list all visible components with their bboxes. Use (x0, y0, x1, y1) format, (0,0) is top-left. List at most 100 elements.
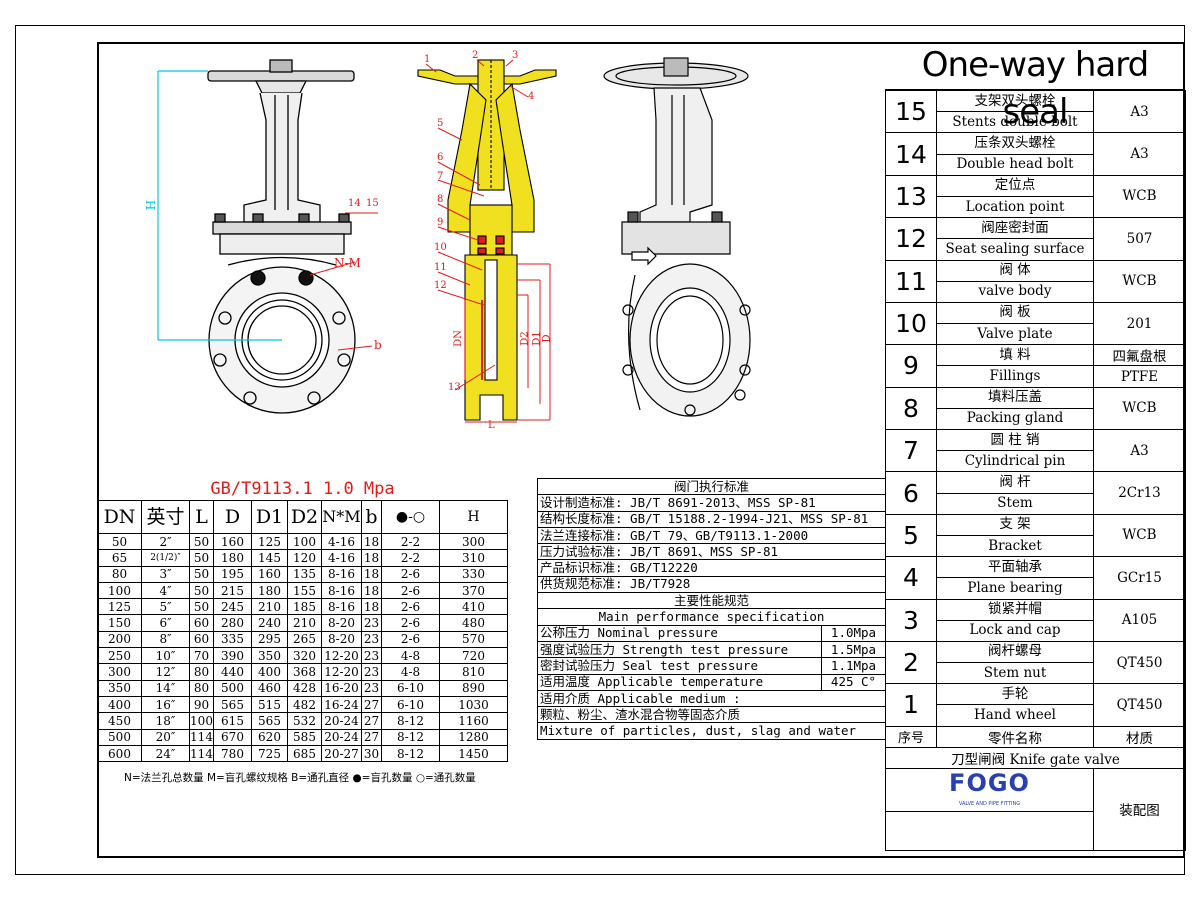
part-name-cn: 压条双头螺栓 (936, 132, 1094, 155)
size-cell: 20″ (141, 728, 190, 746)
part-number: 10 (885, 301, 937, 346)
perf-value: 1.1Mpa (820, 657, 887, 675)
callout-4: 4 (528, 91, 535, 102)
size-cell: 210 (251, 598, 288, 616)
callout-14: 14 (348, 198, 361, 209)
size-cell: 50 (189, 598, 214, 616)
callout-b: b (374, 338, 382, 352)
part-material: 2Cr13 (1093, 471, 1186, 515)
part-material: WCB (1093, 259, 1186, 303)
part-name-cn: 手轮 (936, 683, 1094, 706)
size-cell: 100 (97, 581, 142, 600)
size-cell: 12-20 (321, 663, 362, 681)
size-cell: 245 (213, 598, 252, 616)
part-material: A3 (1093, 89, 1186, 134)
size-cell: 65 (97, 549, 142, 567)
page-title: One-way hard seal (885, 42, 1185, 132)
perf-label: 适用温度 Applicable temperature (537, 673, 822, 691)
size-cell: 18 (361, 581, 382, 600)
size-cell: 23 (361, 614, 382, 632)
size-cell: 155 (287, 581, 322, 600)
part-material: GCr15 (1093, 556, 1186, 600)
product-name: 刀型闸阀 Knife gate valve (885, 746, 1186, 769)
size-cell: 350 (97, 679, 142, 697)
size-cell: 30 (361, 744, 382, 763)
medium-line: Mixture of particles, dust, slag and wat… (536, 722, 887, 740)
size-cell: 6-10 (381, 679, 440, 697)
size-cell: 8-12 (381, 712, 440, 730)
size-cell: 6″ (141, 614, 190, 632)
size-cell: 500 (97, 728, 142, 746)
size-cell: 160 (213, 532, 252, 551)
part-name-en: Cylindrical pin (936, 450, 1094, 473)
perf-value: 1.0Mpa (820, 624, 887, 642)
size-cell: 300 (97, 663, 142, 681)
size-cell: 50 (189, 532, 214, 551)
logo-tagline: VALVE AND PIPE FITTING (958, 801, 1021, 808)
size-cell: 1160 (438, 712, 509, 730)
drawing-type: 装配图 (1093, 767, 1186, 851)
size-cell: 390 (213, 647, 252, 665)
parts-header-name: 零件名称 (936, 725, 1094, 748)
callout-9: 9 (437, 217, 444, 228)
size-cell: 410 (438, 598, 509, 616)
callout-7: 7 (437, 171, 444, 182)
size-cell: 890 (438, 679, 509, 697)
part-material: 四氟盘根 (1093, 344, 1186, 367)
part-number: 2 (885, 640, 937, 685)
size-cell: 2-6 (381, 614, 440, 632)
standard-line: 供货规范标准: JB/T7928 (536, 575, 887, 594)
size-cell: 100 (189, 712, 214, 730)
part-material: A3 (1093, 132, 1186, 176)
size-cell: 27 (361, 695, 382, 714)
size-cell: 4″ (141, 581, 190, 600)
size-cell: 532 (287, 712, 322, 730)
part-name-cn: 定位点 (936, 174, 1094, 197)
size-cell: 16″ (141, 695, 190, 714)
part-name-cn: 阀 杆 (936, 471, 1094, 494)
size-cell: 620 (251, 728, 288, 746)
size-cell: 8-12 (381, 728, 440, 746)
part-name-cn: 平面轴承 (936, 556, 1094, 579)
size-cell: 20-24 (321, 728, 362, 746)
size-cell: 114 (189, 728, 214, 746)
size-cell: 27 (361, 712, 382, 730)
size-cell: 16-24 (321, 695, 362, 714)
size-cell: 50 (189, 549, 214, 567)
fogo-logo: FOGO VALVE AND PIPE FITTING (887, 771, 1093, 808)
size-cell: 70 (189, 647, 214, 665)
standard-line: 设计制造标准: JB/T 8691-2013、MSS SP-81 (536, 494, 887, 512)
size-cell: 1030 (438, 695, 509, 714)
size-cell: 8-16 (321, 581, 362, 600)
part-material-alt: PTFE (1093, 365, 1186, 388)
size-cell: 4-8 (381, 647, 440, 665)
size-cell: 120 (287, 549, 322, 567)
perf-value: 425 C° (820, 673, 887, 691)
part-name-en: Stem (936, 492, 1094, 515)
size-cell: 2-2 (381, 532, 440, 551)
size-col-header: DN (97, 500, 142, 534)
size-cell: 2-6 (381, 581, 440, 600)
size-cell: 2-6 (381, 630, 440, 649)
size-cell: 350 (251, 647, 288, 665)
size-cell: 18 (361, 565, 382, 583)
part-name-en: Lock and cap (936, 619, 1094, 642)
size-cell: 670 (213, 728, 252, 746)
perf-value: 1.5Mpa (820, 640, 887, 659)
size-cell: 450 (97, 712, 142, 730)
size-cell: 90 (189, 695, 214, 714)
part-material: 201 (1093, 301, 1186, 346)
